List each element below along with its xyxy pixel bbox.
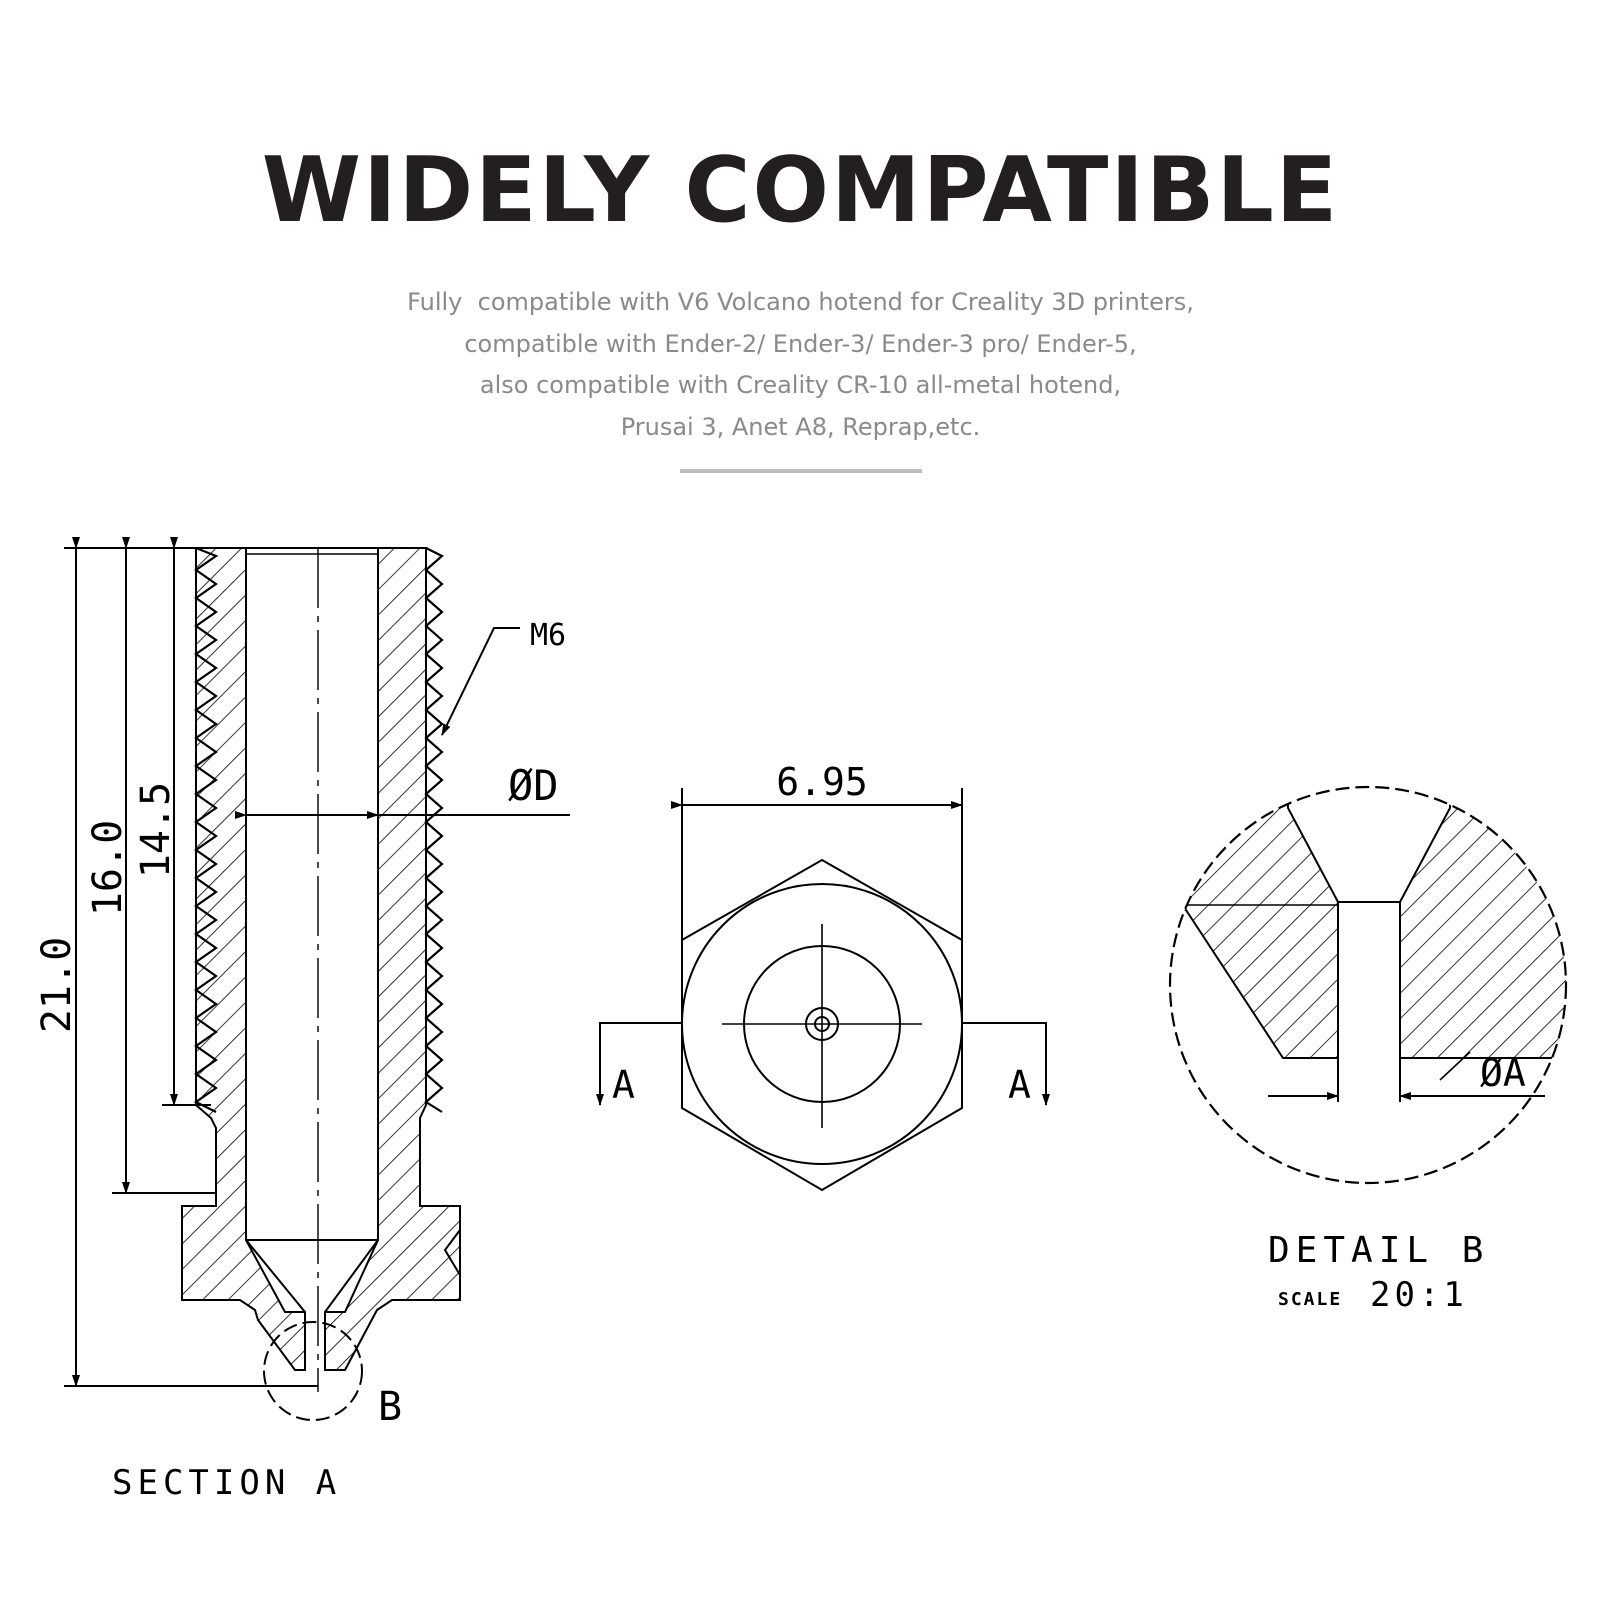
section-caption: SECTION A <box>112 1463 341 1503</box>
top-view <box>596 788 1050 1192</box>
thread-right <box>424 547 444 1113</box>
description-line: Prusai 3, Anet A8, Reprap,etc. <box>620 412 981 441</box>
section-view <box>64 537 570 1421</box>
cut-label-left: A <box>612 1063 635 1107</box>
detail-view <box>1168 785 1568 1185</box>
scale-value: 20:1 <box>1370 1275 1468 1315</box>
description-line: Fully compatible with V6 Volcano hotend … <box>407 288 1194 316</box>
dim-total-label: 21.0 <box>34 937 80 1033</box>
detail-circle-b <box>263 1321 363 1421</box>
description-line: compatible with Ender-2/ Ender-3/ Ender-… <box>464 329 1137 358</box>
hole-label: ØA <box>1480 1051 1526 1095</box>
cut-plane-left <box>596 1022 682 1106</box>
cut-label-right: A <box>1008 1063 1031 1107</box>
dim-mid-label: 16.0 <box>85 820 131 916</box>
width-dim-label: 6.95 <box>776 760 868 804</box>
page-title: WIDELY COMPATIBLE <box>261 138 1340 243</box>
scale-word: SCALE <box>1278 1289 1342 1310</box>
detail-marker-label: B <box>378 1384 402 1430</box>
description-line: also compatible with Creality CR-10 all-… <box>479 371 1122 399</box>
thread-label: M6 <box>530 618 566 653</box>
cut-plane-right <box>962 1022 1050 1106</box>
description: Fully compatible with V6 Volcano hotend … <box>0 282 1601 448</box>
detail-outline <box>1168 785 1568 1185</box>
section-body <box>181 547 461 1371</box>
detail-caption: DETAIL B <box>1268 1230 1489 1271</box>
m6-leader <box>441 627 520 736</box>
divider <box>680 469 922 473</box>
thread-left <box>193 546 219 1113</box>
dim-thread-label: 14.5 <box>133 782 179 878</box>
bore-label: ØD <box>508 761 559 810</box>
